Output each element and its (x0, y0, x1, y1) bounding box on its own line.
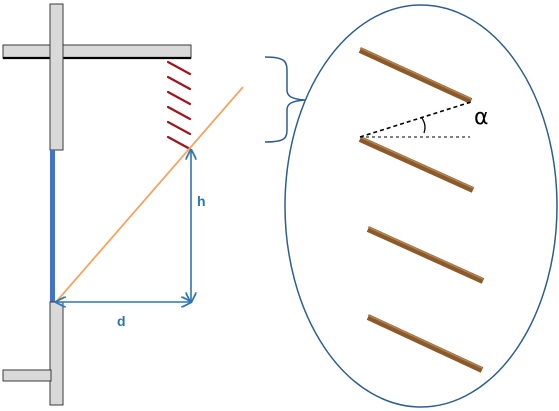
hatch-line (166, 105, 192, 121)
measurements: h d (56, 150, 206, 329)
lower-post (49, 301, 64, 406)
alpha-label: α (474, 105, 489, 130)
hatch-line (166, 120, 192, 136)
louver-3 (366, 226, 485, 284)
louver-hatch (166, 60, 192, 151)
zoom-bracket (264, 56, 306, 143)
d-label: d (117, 313, 126, 329)
wall-frame (2, 3, 192, 406)
angle-construction (359, 101, 472, 138)
hatch-line (166, 60, 192, 76)
louvers (358, 47, 485, 373)
angle-arc (420, 116, 426, 134)
hatch-line (166, 90, 192, 106)
bottom-beam (2, 369, 52, 382)
zoom-ellipse (284, 4, 558, 408)
louver-4 (366, 314, 484, 373)
hatch-line (166, 75, 192, 91)
angle-line-upper (359, 101, 472, 138)
sun-ray (55, 86, 244, 303)
hatch-line (166, 135, 192, 151)
top-beam (2, 44, 192, 59)
louver-2 (358, 136, 475, 193)
window-glazing (50, 150, 55, 302)
upper-post (49, 3, 64, 151)
h-label: h (197, 193, 206, 209)
louver-1 (358, 47, 473, 104)
